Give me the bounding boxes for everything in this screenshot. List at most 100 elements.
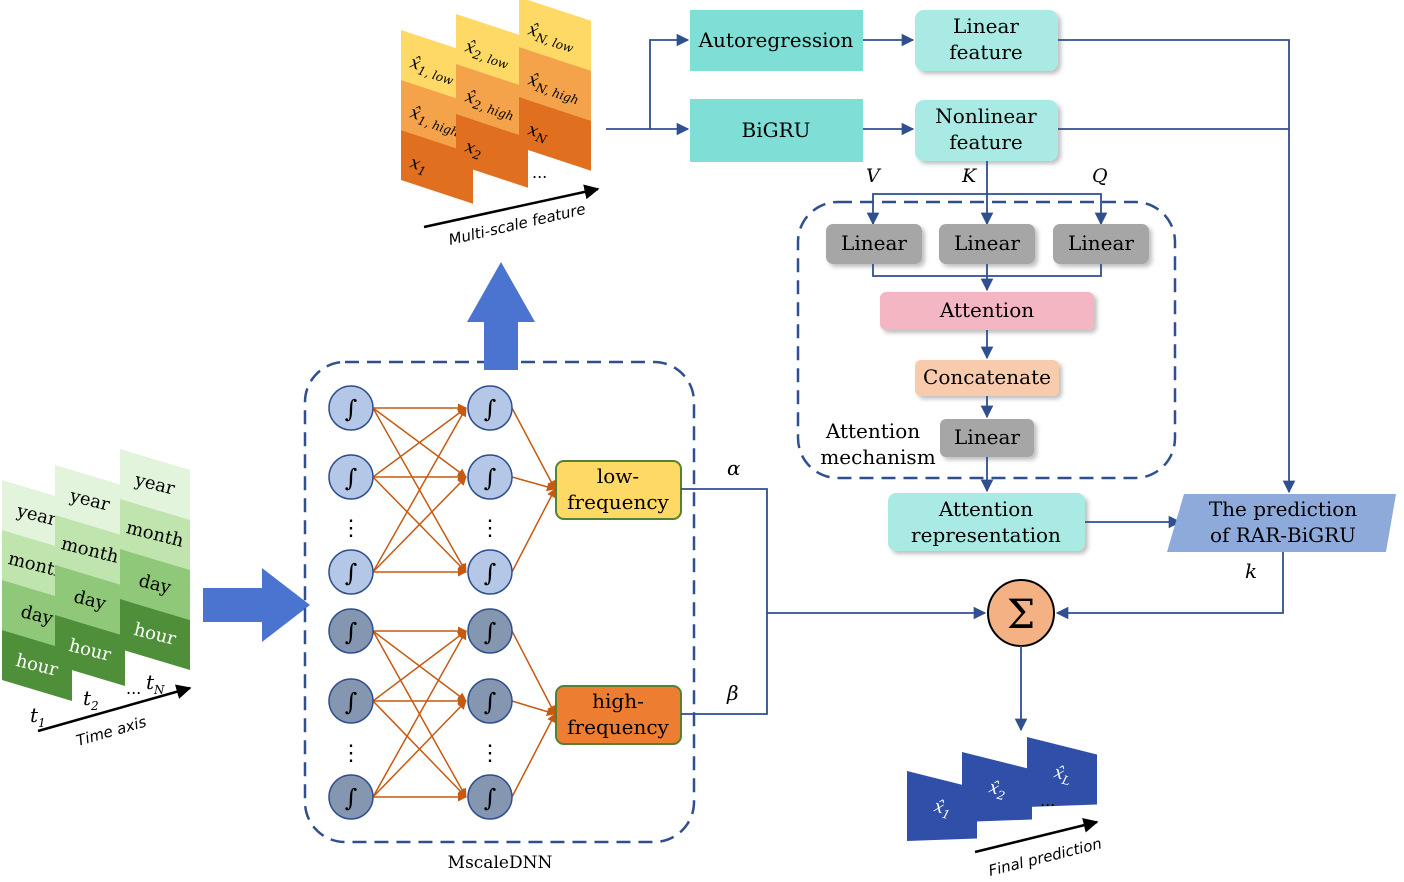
network-neurons: ∫∫∫∫∫∫⋮⋮∫∫∫∫∫∫⋮⋮ [328,385,513,820]
network-edge [372,476,467,573]
bigru-box [690,99,863,162]
attention-mechanism-line2: mechanism [820,445,935,469]
neuron [467,549,513,595]
network-edge [511,630,556,715]
neuron-glyph: ∫ [345,618,358,646]
low-frequency-box [555,460,682,520]
concatenate-box [915,360,1059,396]
time-card-cell [2,480,72,551]
prediction-line1: The prediction [1209,497,1357,521]
final-axis-label: Final prediction [987,834,1104,880]
feature-card-cell [401,130,473,204]
v-label: V [866,165,882,187]
final-axis-arrow [974,817,1099,854]
neuron-glyph: ∫ [345,464,358,492]
neuron [328,385,374,431]
time-card-cell [120,449,190,520]
autoregression-box [690,10,863,71]
final-dots: ... [1040,791,1055,810]
multi-scale-axis-arrow [423,184,600,229]
v-branch-line [866,193,987,226]
network-edge [372,630,467,702]
prediction-line2: of RAR-BiGRU [1210,523,1356,547]
linear-out-box [940,419,1034,457]
neuron-glyph: ∫ [345,784,358,812]
neuron-glyph: ∫ [484,784,497,812]
low-frequency-line1: low- [597,464,639,488]
network-edge [372,630,467,798]
sum-symbol: Σ [1007,592,1035,638]
q-label: Q [1092,165,1108,187]
input-to-mscaledNN-arrow [203,568,310,642]
linear-v-label: Linear [841,231,907,255]
final-prediction-cards: x̂1x̂2x̂L [907,737,1097,841]
feature-card-cell [519,0,591,71]
neuron-glyph: ∫ [345,559,358,587]
network-edge [372,407,467,573]
network-edge [511,407,556,490]
network-edge [511,488,556,573]
alpha-line [681,488,768,613]
prediction-to-sum-line [1055,552,1284,620]
high-frequency-line2: frequency [567,715,669,739]
neuron-glyph: ∫ [484,618,497,646]
feature-card-label: xN [525,120,551,147]
network-edge [372,407,467,478]
linear-v-box [826,224,922,264]
attention-representation-box [888,493,1085,551]
high-frequency-line1: high- [592,689,644,713]
attention-box [880,292,1094,330]
neuron [467,678,513,724]
mscaledNN-to-features-arrow [467,262,535,370]
time-card-cell [120,599,190,670]
final-card [1027,737,1097,807]
k-label: K [961,165,978,187]
network-edge [372,700,467,798]
final-card [907,771,977,841]
attention-representation-line2: representation [911,523,1061,547]
time-step-label: t1 [30,703,46,730]
linear-out-label: Linear [954,425,1020,449]
nonlinear-feature-line2: feature [949,130,1022,154]
time-card-cell [2,530,72,601]
feature-card-cell [401,30,473,104]
network-edges [372,403,556,802]
network-edge [511,476,556,492]
attention-label: Attention [939,298,1034,322]
mscaledNN-dashed-box [303,360,696,844]
neuron-glyph: ∫ [484,395,497,423]
neuron-vdots: ⋮ [340,516,362,541]
beta-line [681,613,768,715]
time-card-cell [2,580,72,651]
time-step-label: tN [146,670,165,697]
alpha-label: α [727,456,741,480]
time-dots: ... [126,679,141,698]
linear-feature-to-prediction-line [1058,39,1296,494]
linear-k-label: Linear [954,231,1020,255]
neuron-vdots: ⋮ [340,741,362,766]
final-card [962,752,1032,822]
feature-card-cell [456,64,528,138]
attention-representation-line1: Attention [938,497,1033,521]
linear-feature-box [915,10,1058,71]
attention-mechanism-line1: Attention [825,419,920,443]
time-card-cell [2,630,72,701]
concatenate-label: Concatenate [923,365,1051,389]
time-card-cell [120,549,190,620]
low-frequency-line2: frequency [567,490,669,514]
feature-card-cell [456,14,528,88]
neuron [467,385,513,431]
neuron-vdots: ⋮ [479,741,501,766]
linear-k-box [939,224,1035,264]
time-step-label: t2 [83,686,99,713]
linear-q-label: Linear [1068,231,1134,255]
neuron-glyph: ∫ [345,688,358,716]
time-card-cell [55,615,125,686]
linear-feature-line1: Linear [953,14,1019,38]
beta-label: β [726,681,739,705]
autoregression-label: Autoregression [698,28,854,52]
bigru-label: BiGRU [742,118,811,142]
time-card-cell [55,515,125,586]
neuron [328,774,374,820]
